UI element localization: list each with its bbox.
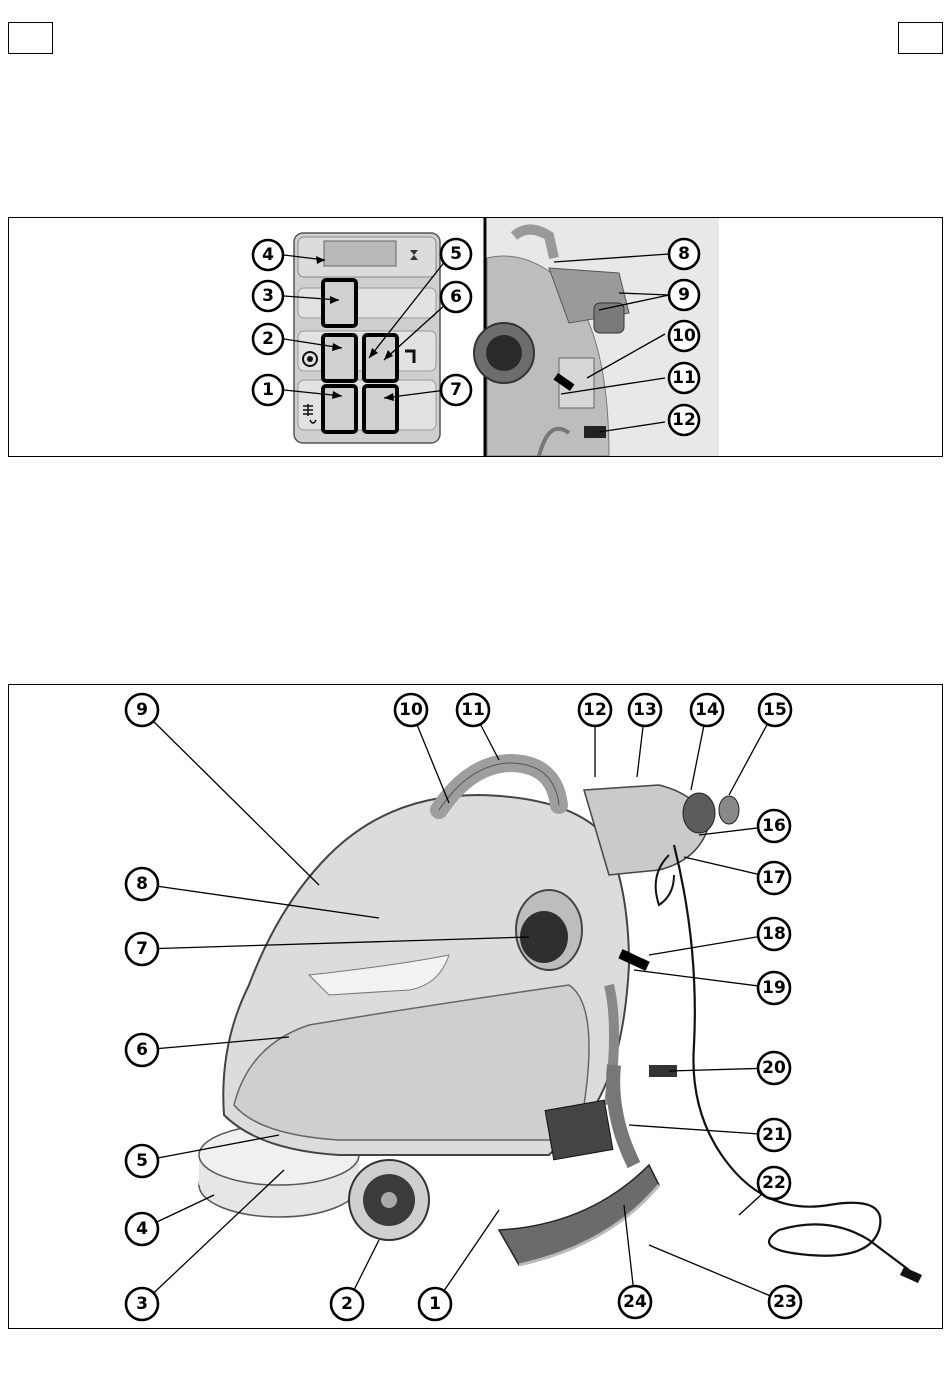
svg-text:7: 7 [450, 380, 462, 400]
svg-text:23: 23 [773, 1292, 797, 1312]
power-plug [900, 1267, 922, 1283]
panel-button-3 [323, 280, 356, 326]
svg-text:12: 12 [672, 410, 696, 430]
callout-12: 12 [579, 694, 611, 726]
svg-text:22: 22 [762, 1173, 786, 1193]
callout-6: 6 [126, 1034, 158, 1066]
callout-md-11: 11 [669, 363, 699, 393]
svg-text:18: 18 [762, 924, 786, 944]
callout-8: 8 [126, 868, 158, 900]
callout-10: 10 [395, 694, 427, 726]
callout-cp-6: 6 [441, 282, 471, 312]
panel-button-7 [364, 386, 397, 432]
callout-18: 18 [758, 918, 790, 950]
callout-24: 24 [619, 1286, 651, 1318]
callout-15: 15 [759, 694, 791, 726]
svg-text:4: 4 [262, 245, 274, 265]
svg-text:6: 6 [136, 1040, 148, 1060]
svg-text:12: 12 [583, 700, 607, 720]
svg-text:11: 11 [672, 368, 696, 388]
svg-text:9: 9 [136, 700, 148, 720]
callout-16: 16 [758, 810, 790, 842]
drain-hose [613, 1065, 634, 1165]
callout-17: 17 [758, 862, 790, 894]
svg-text:7: 7 [136, 939, 148, 959]
callout-2: 2 [331, 1288, 363, 1320]
svg-text:3: 3 [136, 1294, 148, 1314]
svg-text:2: 2 [262, 329, 274, 349]
page-corner-box-left [8, 22, 53, 54]
callout-4: 4 [126, 1213, 158, 1245]
callout-md-9: 9 [669, 280, 699, 310]
svg-text:9: 9 [678, 285, 690, 305]
callout-3: 3 [126, 1288, 158, 1320]
callout-cp-7: 7 [441, 375, 471, 405]
svg-text:4: 4 [136, 1219, 148, 1239]
panel-button-5-6 [364, 335, 397, 381]
squeegee [499, 1165, 659, 1265]
callout-1: 1 [419, 1288, 451, 1320]
callout-11: 11 [457, 694, 489, 726]
callout-md-8: 8 [669, 239, 699, 269]
callout-md-10: 10 [669, 321, 699, 351]
svg-text:8: 8 [678, 244, 690, 264]
svg-text:16: 16 [762, 816, 786, 836]
callout-19: 19 [758, 972, 790, 1004]
svg-text:10: 10 [399, 700, 423, 720]
svg-text:2: 2 [341, 1294, 353, 1314]
svg-text:5: 5 [136, 1151, 148, 1171]
callout-7: 7 [126, 933, 158, 965]
svg-text:1: 1 [429, 1294, 441, 1314]
control-panel-figure: 4 3 2 1 5 6 7 8 9 10 11 12 [8, 217, 943, 457]
callout-9: 9 [126, 694, 158, 726]
callout-13: 13 [629, 694, 661, 726]
svg-text:19: 19 [762, 978, 786, 998]
callout-21: 21 [758, 1119, 790, 1151]
panel-button-2 [323, 335, 356, 381]
svg-text:10: 10 [672, 326, 696, 346]
svg-text:20: 20 [762, 1058, 786, 1078]
svg-text:5: 5 [450, 244, 462, 264]
callout-20: 20 [758, 1052, 790, 1084]
callout-cp-5: 5 [441, 239, 471, 269]
callout-23: 23 [769, 1286, 801, 1318]
svg-text:11: 11 [461, 700, 485, 720]
panel-button-1 [323, 386, 356, 432]
svg-text:14: 14 [695, 700, 719, 720]
control-panel-figure-svg: 4 3 2 1 5 6 7 8 9 10 11 12 [9, 218, 942, 456]
handle-grip [683, 793, 715, 833]
callout-md-12: 12 [669, 405, 699, 435]
floor-scrubber-illustration [199, 763, 922, 1283]
svg-text:6: 6 [450, 287, 462, 307]
machine-overview-figure: 9 8 7 6 5 4 3 2 1 10 11 12 13 14 15 16 1… [8, 684, 943, 1329]
callout-cp-4: 4 [253, 240, 283, 270]
svg-text:3: 3 [262, 286, 274, 306]
callout-cp-1: 1 [253, 375, 283, 405]
callout-22: 22 [758, 1167, 790, 1199]
svg-text:15: 15 [763, 700, 787, 720]
svg-text:8: 8 [136, 874, 148, 894]
power-cable [674, 845, 909, 1270]
svg-text:17: 17 [762, 868, 786, 888]
callout-cp-3: 3 [253, 281, 283, 311]
control-panel [294, 233, 440, 443]
machine-overview-figure-svg: 9 8 7 6 5 4 3 2 1 10 11 12 13 14 15 16 1… [9, 685, 942, 1328]
callout-cp-2: 2 [253, 324, 283, 354]
svg-text:24: 24 [623, 1292, 647, 1312]
svg-text:13: 13 [633, 700, 657, 720]
svg-text:1: 1 [262, 380, 274, 400]
page-corner-box-right [898, 22, 943, 54]
display-screen [324, 241, 396, 266]
callout-5: 5 [126, 1145, 158, 1177]
callout-14: 14 [691, 694, 723, 726]
svg-text:21: 21 [762, 1125, 786, 1145]
